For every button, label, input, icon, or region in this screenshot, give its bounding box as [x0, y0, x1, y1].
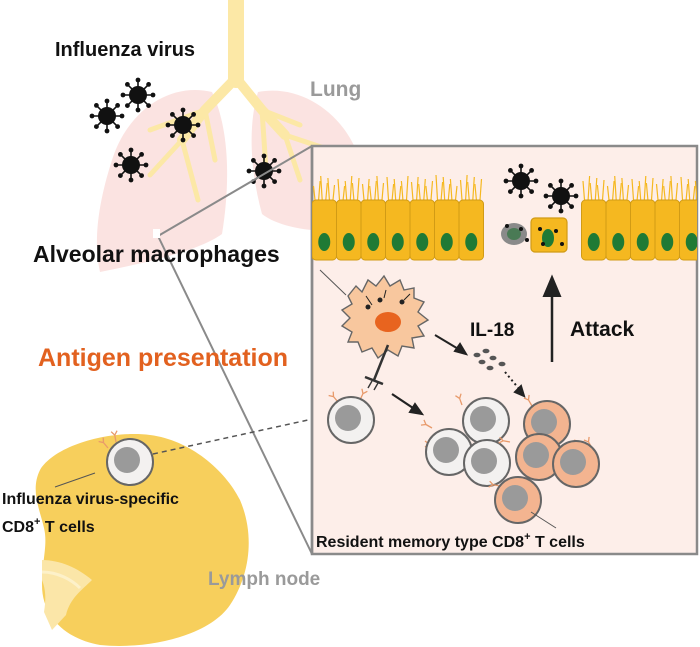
influenza-virus-label: Influenza virus	[55, 39, 195, 61]
alveolar-macrophage	[340, 274, 430, 360]
panel-arrows	[391, 274, 562, 416]
epithelium-cilia	[312, 174, 697, 201]
cell-nucleus	[685, 233, 697, 251]
cell-nucleus	[661, 233, 674, 251]
specific-cells-label-line1: Influenza virus-specific	[2, 491, 179, 508]
virus-icon	[542, 177, 580, 215]
lymph-node-illustration	[35, 434, 249, 646]
macrophage-pointer	[319, 269, 347, 296]
resident-cells-label: Resident memory type CD8+ T cells	[316, 531, 585, 551]
mhc-receptor	[367, 380, 379, 391]
virus-icon	[112, 146, 150, 184]
virus-icon	[502, 162, 540, 200]
cell-nucleus	[367, 233, 380, 251]
epithelial-cell	[679, 199, 697, 261]
cell-nucleus	[416, 233, 429, 251]
il18-molecules	[473, 348, 506, 371]
cell-nucleus	[587, 233, 600, 251]
cell-nucleus	[612, 233, 625, 251]
lymph-node-label: Lymph node	[208, 569, 320, 590]
specific-cell-pointer	[54, 472, 96, 488]
attack-label: Attack	[570, 318, 635, 341]
specific-cells-label-line2: CD8+ T cells	[2, 516, 95, 536]
lymph-node-shape	[35, 434, 249, 646]
zoom-lines	[157, 145, 313, 555]
il18-label: IL-18	[470, 320, 514, 341]
cell-nucleus	[636, 233, 649, 251]
lymph-hilum	[42, 560, 92, 630]
alveolar-macrophages-label: Alveolar macrophages	[33, 241, 280, 267]
resident-cell-pointer	[530, 511, 557, 529]
virus-icon	[245, 152, 283, 190]
cell-nucleus	[318, 233, 331, 251]
antigen-presentation-label: Antigen presentation	[38, 344, 288, 372]
infected-region	[501, 162, 580, 253]
cell-nucleus	[342, 233, 355, 251]
epithelial-cell	[458, 199, 484, 261]
alveolar-epithelium	[312, 199, 697, 261]
virus-icon	[88, 97, 126, 135]
cell-nucleus	[465, 233, 478, 251]
virus-icon	[164, 106, 202, 144]
lung-label: Lung	[310, 78, 361, 101]
cell-nucleus	[391, 233, 404, 251]
cell-nucleus	[440, 233, 453, 251]
virus-icon	[119, 76, 157, 114]
antigen-presentation-block	[364, 344, 390, 386]
